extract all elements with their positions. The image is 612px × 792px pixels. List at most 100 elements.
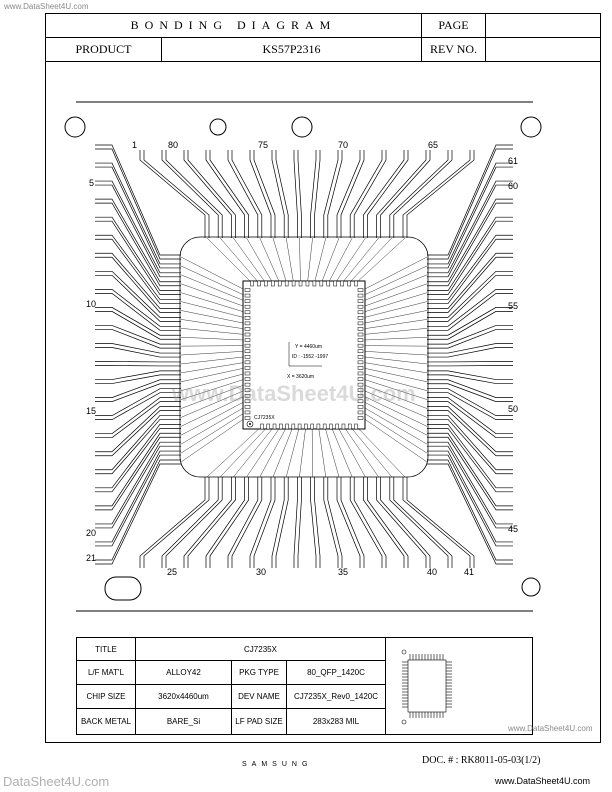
lead-finger	[389, 150, 449, 238]
lead-finger	[427, 270, 513, 318]
bond-wire	[328, 237, 353, 284]
lead-finger	[336, 477, 361, 568]
bond-pad	[244, 288, 251, 292]
watermark-center: www.DataSheet4U.com	[172, 381, 416, 406]
lead-finger	[376, 150, 427, 238]
bond-wire	[180, 378, 246, 400]
bond-pad	[244, 343, 251, 348]
spec-row-value: 80_QFP_1420C	[287, 661, 386, 685]
spec-row-label: L/F MAT'L	[77, 661, 136, 685]
header-title: BONDING DIAGRAM	[46, 14, 422, 38]
bond-pad	[310, 423, 314, 430]
bond-wire	[180, 417, 246, 463]
bond-pad	[357, 410, 364, 415]
bond-wire	[246, 425, 281, 478]
bond-pad	[291, 423, 296, 430]
lead-finger	[427, 383, 513, 402]
bond-wire	[349, 425, 392, 478]
lead-finger	[95, 234, 181, 300]
bond-wire	[180, 351, 246, 356]
lead-finger	[427, 325, 513, 345]
pin-label-75: 75	[258, 140, 268, 150]
indicator-hole	[521, 577, 541, 597]
pin-label-40: 40	[427, 567, 437, 577]
bond-wire	[206, 425, 263, 478]
bond-wire	[330, 425, 353, 478]
lead-finger	[95, 162, 181, 265]
lead-finger	[95, 148, 181, 260]
die	[242, 280, 366, 430]
lead-finger	[95, 325, 181, 345]
lead-finger	[275, 477, 289, 568]
lead-finger	[427, 311, 513, 340]
lead-finger	[95, 383, 181, 402]
lead-finger	[293, 477, 298, 568]
bond-pad	[272, 423, 277, 430]
lead-finger	[95, 184, 181, 278]
spec-row-value: 3620x4460um	[136, 685, 232, 709]
bond-pad	[341, 423, 346, 430]
lead-finger	[161, 477, 219, 568]
lead-finger	[427, 292, 513, 331]
lead-finger	[143, 477, 210, 568]
slot-hole	[104, 576, 142, 601]
lead-finger	[427, 238, 513, 304]
bond-pad	[244, 393, 251, 398]
bond-pad	[357, 338, 364, 342]
bond-pad	[271, 280, 275, 287]
spec-row-value: ALLOY42	[136, 661, 232, 685]
lead-finger	[363, 150, 405, 238]
bond-pad	[357, 343, 364, 348]
lead-finger	[406, 477, 475, 568]
lead-finger	[427, 198, 513, 283]
lead-finger	[427, 441, 513, 525]
lead-finger	[349, 150, 383, 238]
bond-pad	[244, 377, 251, 381]
pin-label-20: 20	[86, 528, 96, 538]
bond-pad	[304, 423, 308, 430]
bond-pad	[312, 280, 317, 287]
bond-wire	[180, 274, 246, 302]
bond-wire	[362, 356, 428, 365]
bond-pad	[357, 399, 364, 404]
bond-wire	[362, 283, 428, 307]
lead-fingers	[95, 144, 513, 568]
document-frame: BONDING DIAGRAM PAGE PRODUCT KS57P2316 R…	[45, 13, 601, 743]
lead-finger	[227, 477, 259, 568]
bond-wire	[324, 425, 340, 478]
lead-finger	[427, 220, 513, 296]
bond-wire	[233, 425, 275, 478]
bond-pad	[244, 332, 251, 337]
bond-pad	[297, 423, 302, 430]
bond-pad	[244, 360, 251, 365]
lead-finger	[95, 270, 181, 318]
lead-finger	[427, 148, 513, 260]
bond-pad	[266, 423, 271, 430]
lead-finger	[393, 477, 453, 568]
mounting-hole-tl	[64, 116, 86, 138]
bond-pad	[244, 405, 251, 409]
bond-wire	[180, 356, 246, 365]
bond-pad	[333, 280, 337, 287]
lead-finger	[95, 423, 181, 489]
lead-finger	[427, 427, 513, 493]
bond-pad	[284, 280, 289, 287]
lead-finger	[427, 388, 513, 417]
bond-wire	[321, 237, 340, 284]
pin-label-21: 21	[86, 553, 96, 563]
dim-x-label: X = 3620um	[287, 374, 314, 380]
lead-finger	[427, 370, 513, 380]
lead-finger	[231, 150, 263, 238]
bond-wire	[362, 319, 428, 330]
bond-wire	[180, 283, 246, 307]
pin-label-5: 5	[89, 178, 94, 188]
lead-finger	[95, 166, 181, 269]
lead-finger	[427, 144, 513, 256]
bond-pad	[244, 366, 251, 370]
pin-label-50: 50	[508, 404, 518, 414]
bond-pad	[357, 377, 364, 381]
lead-finger	[327, 150, 343, 238]
lead-finger	[95, 450, 181, 543]
bond-pad	[244, 321, 251, 326]
